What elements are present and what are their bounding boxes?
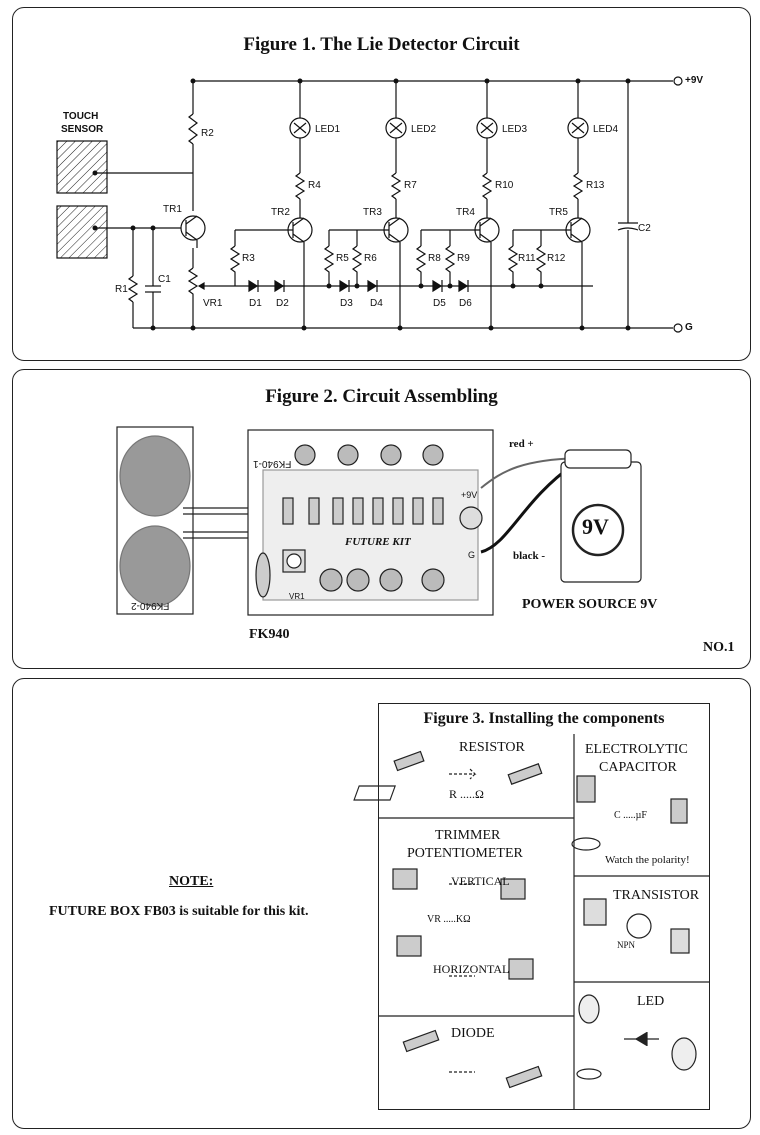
- board-logo: FUTURE KIT: [345, 536, 411, 548]
- polarity-note: Watch the polarity!: [605, 854, 690, 866]
- vr1-label: VR1: [289, 592, 305, 601]
- diode-heading: DIODE: [451, 1026, 495, 1041]
- battery-badge: [571, 503, 625, 557]
- sensor-board-label: FK940-2: [131, 600, 170, 611]
- label-tr1: TR1: [163, 204, 182, 215]
- label-led4: LED4: [593, 124, 619, 135]
- label-d6: D6: [459, 298, 472, 309]
- label-r4: R4: [308, 180, 321, 191]
- figure2-title: Figure 2. Circuit Assembling: [265, 386, 498, 407]
- resistor-symbol: R .....Ω: [449, 787, 484, 801]
- figure3-title: Figure 3. Installing the components: [423, 710, 665, 727]
- label-tr4: TR4: [456, 207, 475, 218]
- label-r7: R7: [404, 180, 417, 191]
- note-title: NOTE:: [169, 874, 214, 889]
- resistor-heading: RESISTOR: [459, 740, 525, 755]
- label-r12: R12: [547, 253, 566, 264]
- label-led3: LED3: [502, 124, 528, 135]
- transistor-heading: TRANSISTOR: [613, 888, 700, 903]
- npn-label: NPN: [617, 940, 636, 950]
- label-led2: LED2: [411, 124, 437, 135]
- label-r11: R11: [518, 253, 536, 264]
- touch-sensor-label: TOUCH: [63, 111, 99, 122]
- label-d1: D1: [249, 298, 262, 309]
- label-r6: R6: [364, 253, 377, 264]
- bottom-panel: NOTE: FUTURE BOX FB03 is suitable for th…: [12, 678, 751, 1129]
- tr1-symbol: [180, 215, 206, 241]
- label-d5: D5: [433, 298, 446, 309]
- label-d3: D3: [340, 298, 353, 309]
- pad-g: G: [468, 550, 476, 560]
- figure2-panel: Figure 2. Circuit Assembling: [12, 369, 751, 669]
- pad-9v: +9V: [461, 490, 478, 500]
- label-led1: LED1: [315, 124, 341, 135]
- touch-sensor-label-2: SENSOR: [61, 124, 104, 135]
- vr-symbol: VR .....KΩ: [427, 914, 471, 925]
- note-text: FUTURE BOX FB03 is suitable for this kit…: [49, 904, 309, 919]
- label-r9: R9: [457, 253, 470, 264]
- label-r10: R10: [495, 180, 514, 191]
- label-tr2: TR2: [271, 207, 290, 218]
- label-tr3: TR3: [363, 207, 382, 218]
- label-c2: C2: [638, 223, 651, 234]
- components-guide: [353, 734, 709, 1109]
- assembly-drawing: [116, 426, 642, 616]
- touch-sensor-bottom: [56, 205, 108, 259]
- led-heading: LED: [637, 994, 665, 1009]
- battery-label: 9V: [582, 514, 609, 539]
- power-source-label: POWER SOURCE 9V: [522, 597, 658, 612]
- sensor-pad-top: [119, 435, 191, 517]
- potentiometer-heading: POTENTIOMETER: [407, 846, 523, 861]
- vertical-label: VERTICAL: [451, 874, 510, 888]
- capacitor-heading: CAPACITOR: [599, 760, 677, 775]
- red-wire-label: red +: [509, 438, 534, 450]
- figure3-box: Figure 3. Installing the components: [353, 703, 710, 1110]
- capacitor-symbol: C .....µF: [614, 810, 647, 821]
- ground-label: G: [685, 322, 693, 333]
- vplus-label: +9V: [685, 75, 704, 86]
- label-tr5: TR5: [549, 207, 568, 218]
- battery-connector: [564, 449, 632, 469]
- board-name: FK940: [249, 627, 290, 642]
- label-r1: R1: [115, 284, 128, 295]
- label-d4: D4: [370, 298, 383, 309]
- label-r2: R2: [201, 128, 214, 139]
- circuit-schematic: [56, 76, 683, 333]
- touch-sensor-top: [56, 140, 108, 194]
- label-vr1: VR1: [203, 298, 223, 309]
- page-number: NO.1: [703, 640, 735, 655]
- horizontal-label: HORIZONTAL: [433, 962, 510, 976]
- figure1-panel: Figure 1. The Lie Detector Circuit: [12, 7, 751, 361]
- electrolytic-heading: ELECTROLYTIC: [585, 742, 688, 757]
- trimmer-heading: TRIMMER: [435, 828, 501, 843]
- label-r13: R13: [586, 180, 605, 191]
- label-d2: D2: [276, 298, 289, 309]
- label-c1: C1: [158, 274, 171, 285]
- label-r8: R8: [428, 253, 441, 264]
- board-mark: FK940-1: [253, 458, 292, 469]
- label-r3: R3: [242, 253, 255, 264]
- label-r5: R5: [336, 253, 349, 264]
- figure1-title: Figure 1. The Lie Detector Circuit: [243, 34, 520, 55]
- sensor-pad-bottom: [119, 525, 191, 607]
- black-wire-label: black -: [513, 550, 546, 562]
